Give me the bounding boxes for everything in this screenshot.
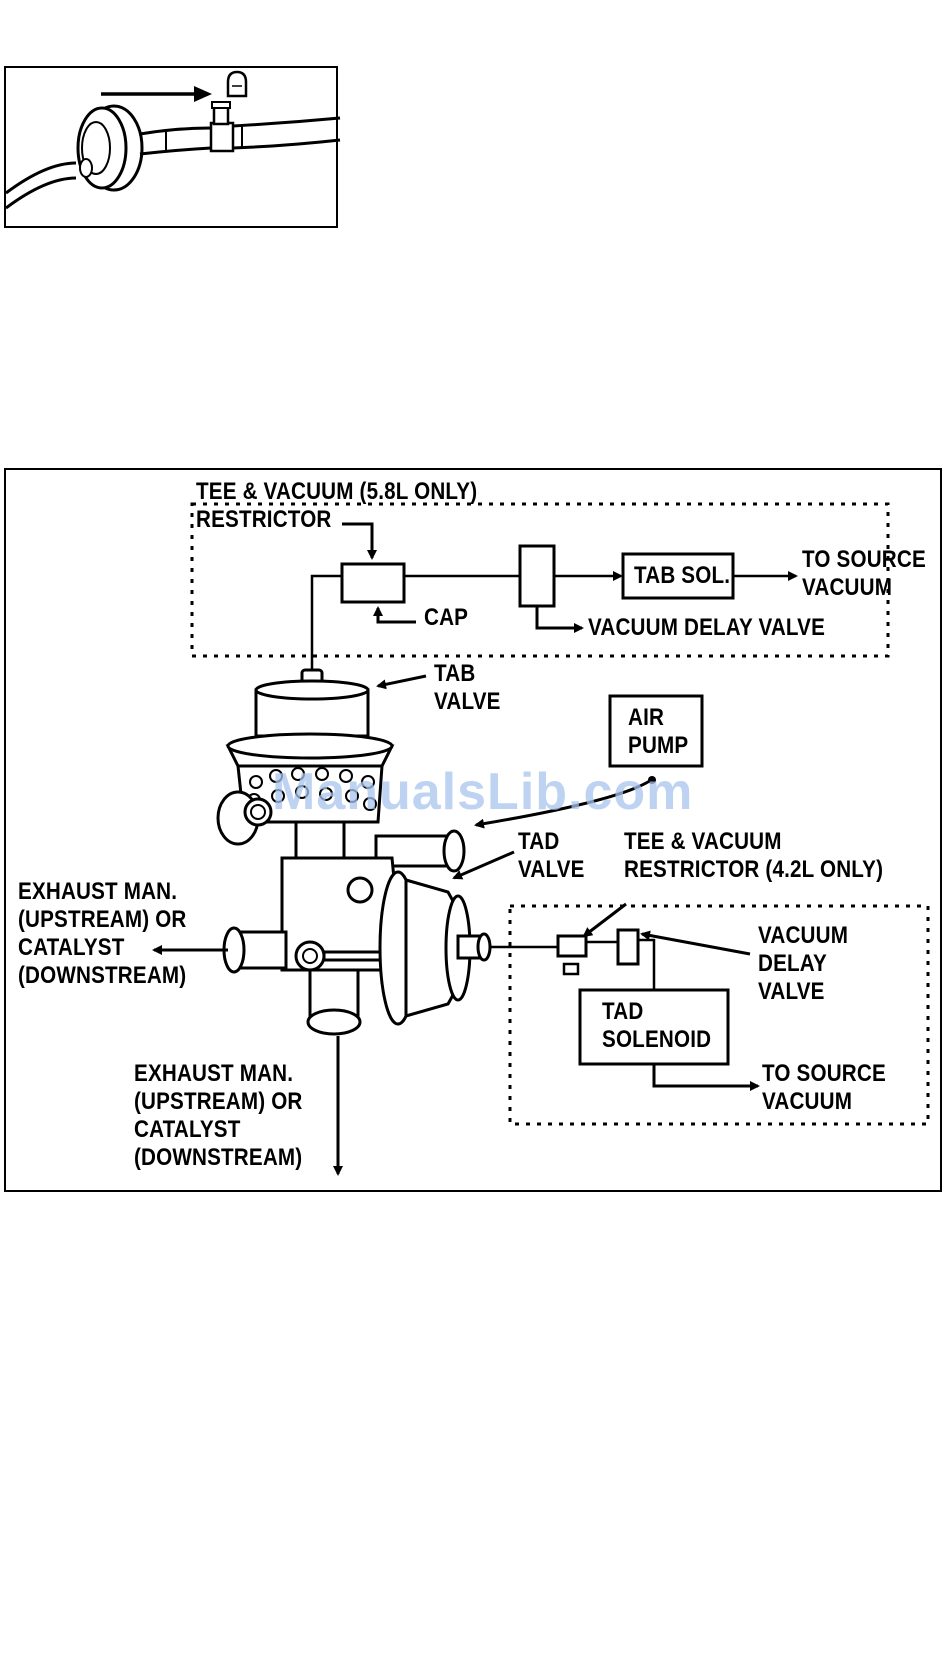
filter-tee-illustration <box>5 70 341 210</box>
label-cap: CAP <box>424 604 469 631</box>
vacuum-cap-icon <box>226 70 248 98</box>
label-to-source-vacuum-top: TO SOURCE VACUUM <box>802 546 926 601</box>
air-pump-box <box>608 694 704 768</box>
tee-restrictor-58l <box>340 562 406 604</box>
dashed-group-42l <box>508 904 930 1126</box>
dashed-group-58l <box>190 502 890 658</box>
label-exhaust-bottom: EXHAUST MAN. (UPSTREAM) OR CATALYST (DOW… <box>134 1060 303 1171</box>
label-tee-vacuum-restrictor-58l: TEE & VACUUM (5.8L ONLY) RESTRICTOR <box>196 478 478 533</box>
filter-icon <box>76 104 144 192</box>
watermark: ManualsLib.com <box>272 763 694 821</box>
label-air-pump: AIR PUMP <box>628 704 689 759</box>
tee-restrictor-42l <box>556 934 588 958</box>
vacuum-delay-valve-top <box>518 544 556 608</box>
tab-tad-vacuum-diagram: TEE & VACUUM (5.8L ONLY) RESTRICTOR CAP … <box>4 468 942 1192</box>
label-tee-vacuum-restrictor-42l: TEE & VACUUM RESTRICTOR (4.2L ONLY) <box>624 828 884 883</box>
label-vacuum-delay-valve-top: VACUUM DELAY VALVE <box>588 614 826 641</box>
label-vacuum-delay-valve-right: VACUUM DELAY VALVE <box>758 922 849 1005</box>
label-exhaust-left: EXHAUST MAN. (UPSTREAM) OR CATALYST (DOW… <box>18 878 187 989</box>
vacuum-delay-valve-bottom <box>616 928 640 966</box>
arrow-icon <box>101 86 212 102</box>
label-tad-valve: TAD VALVE <box>518 828 585 883</box>
filter-tee-figure <box>4 66 341 228</box>
diagram-lines <box>152 502 930 1176</box>
label-tab-valve: TAB VALVE <box>434 660 501 715</box>
label-to-source-vacuum-bottom: TO SOURCE VACUUM <box>762 1060 886 1115</box>
label-tab-sol: TAB SOL. <box>634 562 731 589</box>
tee-fitting-icon <box>209 101 235 153</box>
air-valve-assembly-icon <box>216 668 492 1036</box>
tad-solenoid-box <box>578 988 730 1066</box>
label-tad-solenoid: TAD SOLENOID <box>602 998 712 1053</box>
